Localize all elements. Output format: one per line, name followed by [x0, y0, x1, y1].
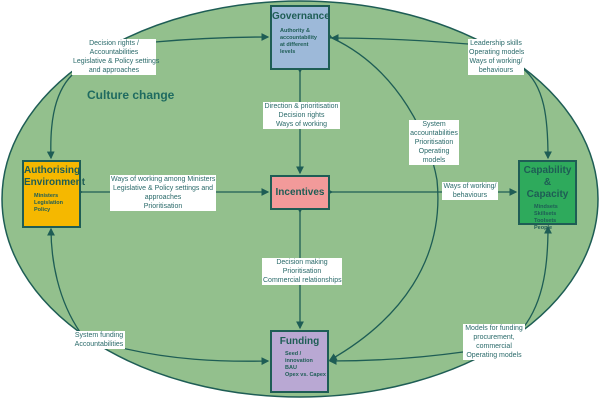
label-line: Operating models: [466, 352, 522, 359]
capability-item: Toolsets: [534, 218, 557, 224]
label-line: behaviours: [452, 192, 488, 199]
label-line: System funding: [74, 332, 124, 339]
funding-item: Opex vs. Capex: [285, 372, 326, 378]
label-line: Operating models: [469, 49, 525, 56]
arrow-cap-fund: [328, 351, 464, 365]
governance-title: Governance: [272, 11, 330, 22]
arrow-fund-cap: [522, 225, 552, 329]
authorising-item: Policy: [34, 207, 51, 213]
governance-item: Authority &: [280, 28, 310, 34]
label-line: Prioritisation: [282, 268, 322, 275]
label-line: Ways of working/: [469, 58, 523, 65]
label-line: accountabilities: [410, 130, 458, 137]
incentives-box[interactable]: Incentives: [270, 175, 330, 210]
label-line: Prioritisation: [143, 203, 183, 210]
capability-title: Capacity: [526, 189, 569, 200]
label-line: Direction & prioritisation: [264, 103, 339, 110]
label-line: Models for funding: [465, 325, 523, 332]
capability-item: Mindsets: [534, 204, 558, 210]
capability-item: Skillsets: [534, 211, 557, 217]
label-line: System: [422, 121, 446, 128]
label-line: procurement,: [473, 334, 515, 341]
label-fund-cap: Models for funding procurement, commercial…: [463, 324, 525, 360]
funding-item: BAU: [285, 365, 297, 371]
label-line: models: [422, 157, 446, 164]
arrow-gov-auth: [46, 74, 73, 160]
capability-title: Capability &: [523, 165, 572, 188]
label-inc-cap: Ways of working/behaviours: [442, 182, 498, 200]
culture-change-title: Culture change: [87, 88, 175, 102]
capability-item: People: [534, 225, 553, 231]
funding-item: innovation: [285, 358, 313, 364]
authorising-title: Environment: [24, 177, 86, 188]
label-line: Commercial relationships: [263, 277, 342, 284]
label-line: approaches: [144, 194, 182, 201]
funding-item: Seed /: [285, 351, 302, 357]
governance-box[interactable]: Governance Authority & accountability at…: [270, 5, 330, 70]
label-line: Decision rights /: [89, 40, 139, 47]
label-line: behaviours: [478, 67, 514, 74]
label-line: and approaches: [88, 67, 140, 74]
label-line: Prioritisation: [414, 139, 454, 146]
label-line: commercial: [476, 343, 512, 350]
arrow-cap-gov: [330, 34, 469, 45]
authorising-item: Legislation: [34, 200, 64, 206]
label-line: Ways of working: [275, 121, 328, 128]
governance-item: accountability: [280, 35, 317, 41]
incentives-title: Incentives: [275, 187, 325, 198]
label-line: Accountabilities: [74, 341, 124, 348]
capability-capacity-box[interactable]: Capability & Capacity Mindsets Skillsets…: [518, 160, 577, 231]
label-line: Decision making: [276, 259, 328, 266]
label-line: Ways of working among Ministers: [111, 176, 216, 183]
authorising-environment-box[interactable]: Authorising Environment Ministers Legisl…: [22, 160, 86, 228]
arrow-fund-auth: [47, 227, 81, 333]
arrow-gov-cap: [521, 67, 552, 160]
label-line: Leadership skills: [470, 40, 522, 47]
governance-item: levels: [280, 49, 296, 55]
arrow-auth-gov: [154, 33, 270, 43]
label-line: Decision rights: [278, 112, 325, 119]
funding-title: Funding: [279, 336, 320, 347]
label-line: Legislative & Policy settings: [73, 58, 160, 65]
label-line: Operating: [418, 148, 450, 155]
governance-item: at different: [280, 42, 309, 48]
authorising-item: Ministers: [34, 193, 59, 199]
label-line: Legislative & Policy settings and: [113, 185, 213, 192]
arrow-auth-fund: [117, 346, 270, 366]
label-line: Ways of working/: [443, 183, 497, 190]
arrow-gov-fund: [324, 31, 439, 361]
label-line: Accountabilities: [89, 49, 139, 56]
authorising-title: Authorising: [24, 165, 81, 176]
funding-box[interactable]: Funding Seed / innovation BAU Opex vs. C…: [270, 330, 329, 393]
